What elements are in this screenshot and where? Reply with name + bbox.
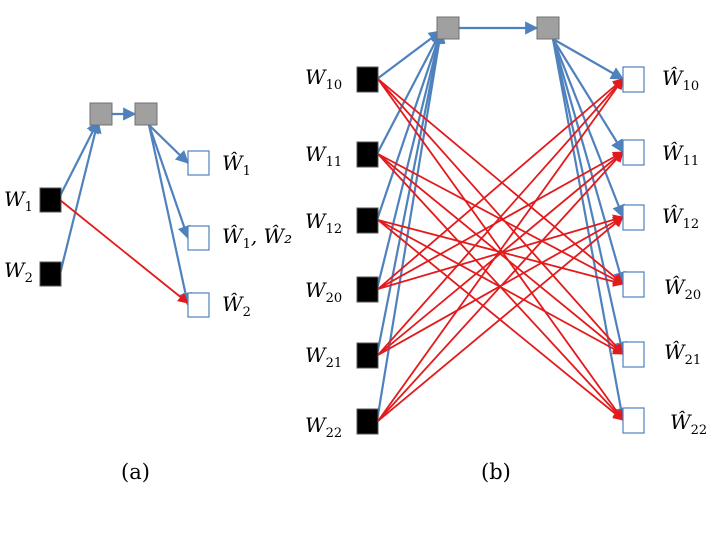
source-node-a-2 (39, 261, 62, 287)
destination-node-a-2 (187, 225, 210, 251)
relay-link-b-dst-5 (551, 38, 628, 422)
relay-link-a-dst-2 (147, 124, 191, 240)
source-node-b-1 (356, 141, 379, 168)
source-node-b-0 (356, 66, 379, 93)
destination-node-b-4 (622, 341, 645, 368)
destination-label-a-2: Ŵ1, Ŵ₂ (222, 224, 292, 252)
destination-node-b-0 (622, 66, 645, 93)
destination-node-b-2 (622, 204, 645, 231)
direct-link-b-y-5-2 (377, 216, 624, 422)
source-node-a-1 (39, 187, 62, 213)
source-label-b-12: W12 (305, 209, 342, 237)
direct-link-b-y-3-0 (377, 78, 624, 290)
diagram-b: W10 W11 W12 W20 W21 W22 Ŵ10 Ŵ11 (305, 65, 707, 484)
caption-b: (b) (481, 460, 511, 484)
direct-link-b-y-5-1 (377, 151, 624, 422)
source-node-b-5 (356, 408, 379, 435)
source-label-b-22: W22 (305, 413, 342, 441)
source-label-b-11: W11 (305, 142, 342, 170)
source-label-b-10: W10 (305, 65, 342, 93)
relay-link-b-dst-3 (551, 38, 627, 286)
destination-label-a-3: Ŵ2 (222, 292, 251, 320)
destination-label-b-10: Ŵ10 (662, 66, 699, 94)
source-label-b-21: W21 (305, 343, 342, 371)
source-label-b-20: W20 (305, 278, 342, 306)
relay-link-b-src-2 (375, 29, 444, 221)
diagram-a: W1 W2 Ŵ1 Ŵ1, Ŵ₂ Ŵ2 (a) (4, 151, 292, 484)
relay-link-b-src-4 (375, 29, 446, 356)
relay-node-b-2 (536, 16, 560, 40)
destination-node-b-5 (622, 407, 645, 434)
edges-layer (58, 21, 628, 422)
destination-label-b-20: Ŵ20 (664, 275, 701, 303)
direct-link-b-y-5-0 (377, 78, 624, 422)
source-node-b-2 (356, 207, 379, 234)
destination-label-b-11: Ŵ11 (662, 141, 699, 169)
relay-link-a-src-2 (58, 119, 102, 275)
source-label-a-2: W2 (4, 258, 33, 286)
relay-link-b-dst-0 (552, 38, 625, 80)
source-node-b-3 (356, 276, 379, 303)
destination-label-b-22: Ŵ22 (670, 410, 707, 438)
direct-link-a (59, 199, 189, 304)
relay-link-b-src-5 (375, 29, 446, 422)
relay-link-b-src-1 (376, 29, 442, 155)
destination-node-a-1 (187, 150, 210, 176)
direct-link-b-y-4-0 (377, 78, 624, 356)
relay-link-b-src-3 (375, 29, 445, 290)
destination-label-b-12: Ŵ12 (662, 204, 699, 232)
destination-node-a-3 (187, 292, 210, 318)
destination-node-b-3 (622, 271, 645, 298)
source-label-a-1: W1 (4, 187, 33, 215)
relay-node-b-1 (436, 16, 460, 40)
relay-link-a-dst-3 (147, 124, 192, 307)
destination-label-b-21: Ŵ21 (664, 340, 701, 368)
direct-link-b-x-1-3 (377, 153, 624, 285)
nodes-layer (39, 16, 645, 435)
relay-link-b-dst-4 (551, 38, 627, 356)
direct-link-b-y-4-1 (377, 151, 624, 356)
destination-label-a-1: Ŵ1 (222, 151, 251, 179)
relay-link-b-dst-1 (552, 38, 624, 154)
destination-node-b-1 (622, 139, 645, 166)
direct-link-b-x-2-3 (377, 219, 625, 287)
relay-node-a-2 (134, 102, 158, 126)
relay-link-a-src-1 (59, 119, 99, 197)
caption-a: (a) (121, 460, 150, 484)
source-node-b-4 (356, 342, 379, 369)
relay-link-a-dst-1 (148, 124, 189, 164)
relay-node-a-1 (89, 102, 113, 126)
direct-link-b-y-3-1 (377, 151, 624, 290)
